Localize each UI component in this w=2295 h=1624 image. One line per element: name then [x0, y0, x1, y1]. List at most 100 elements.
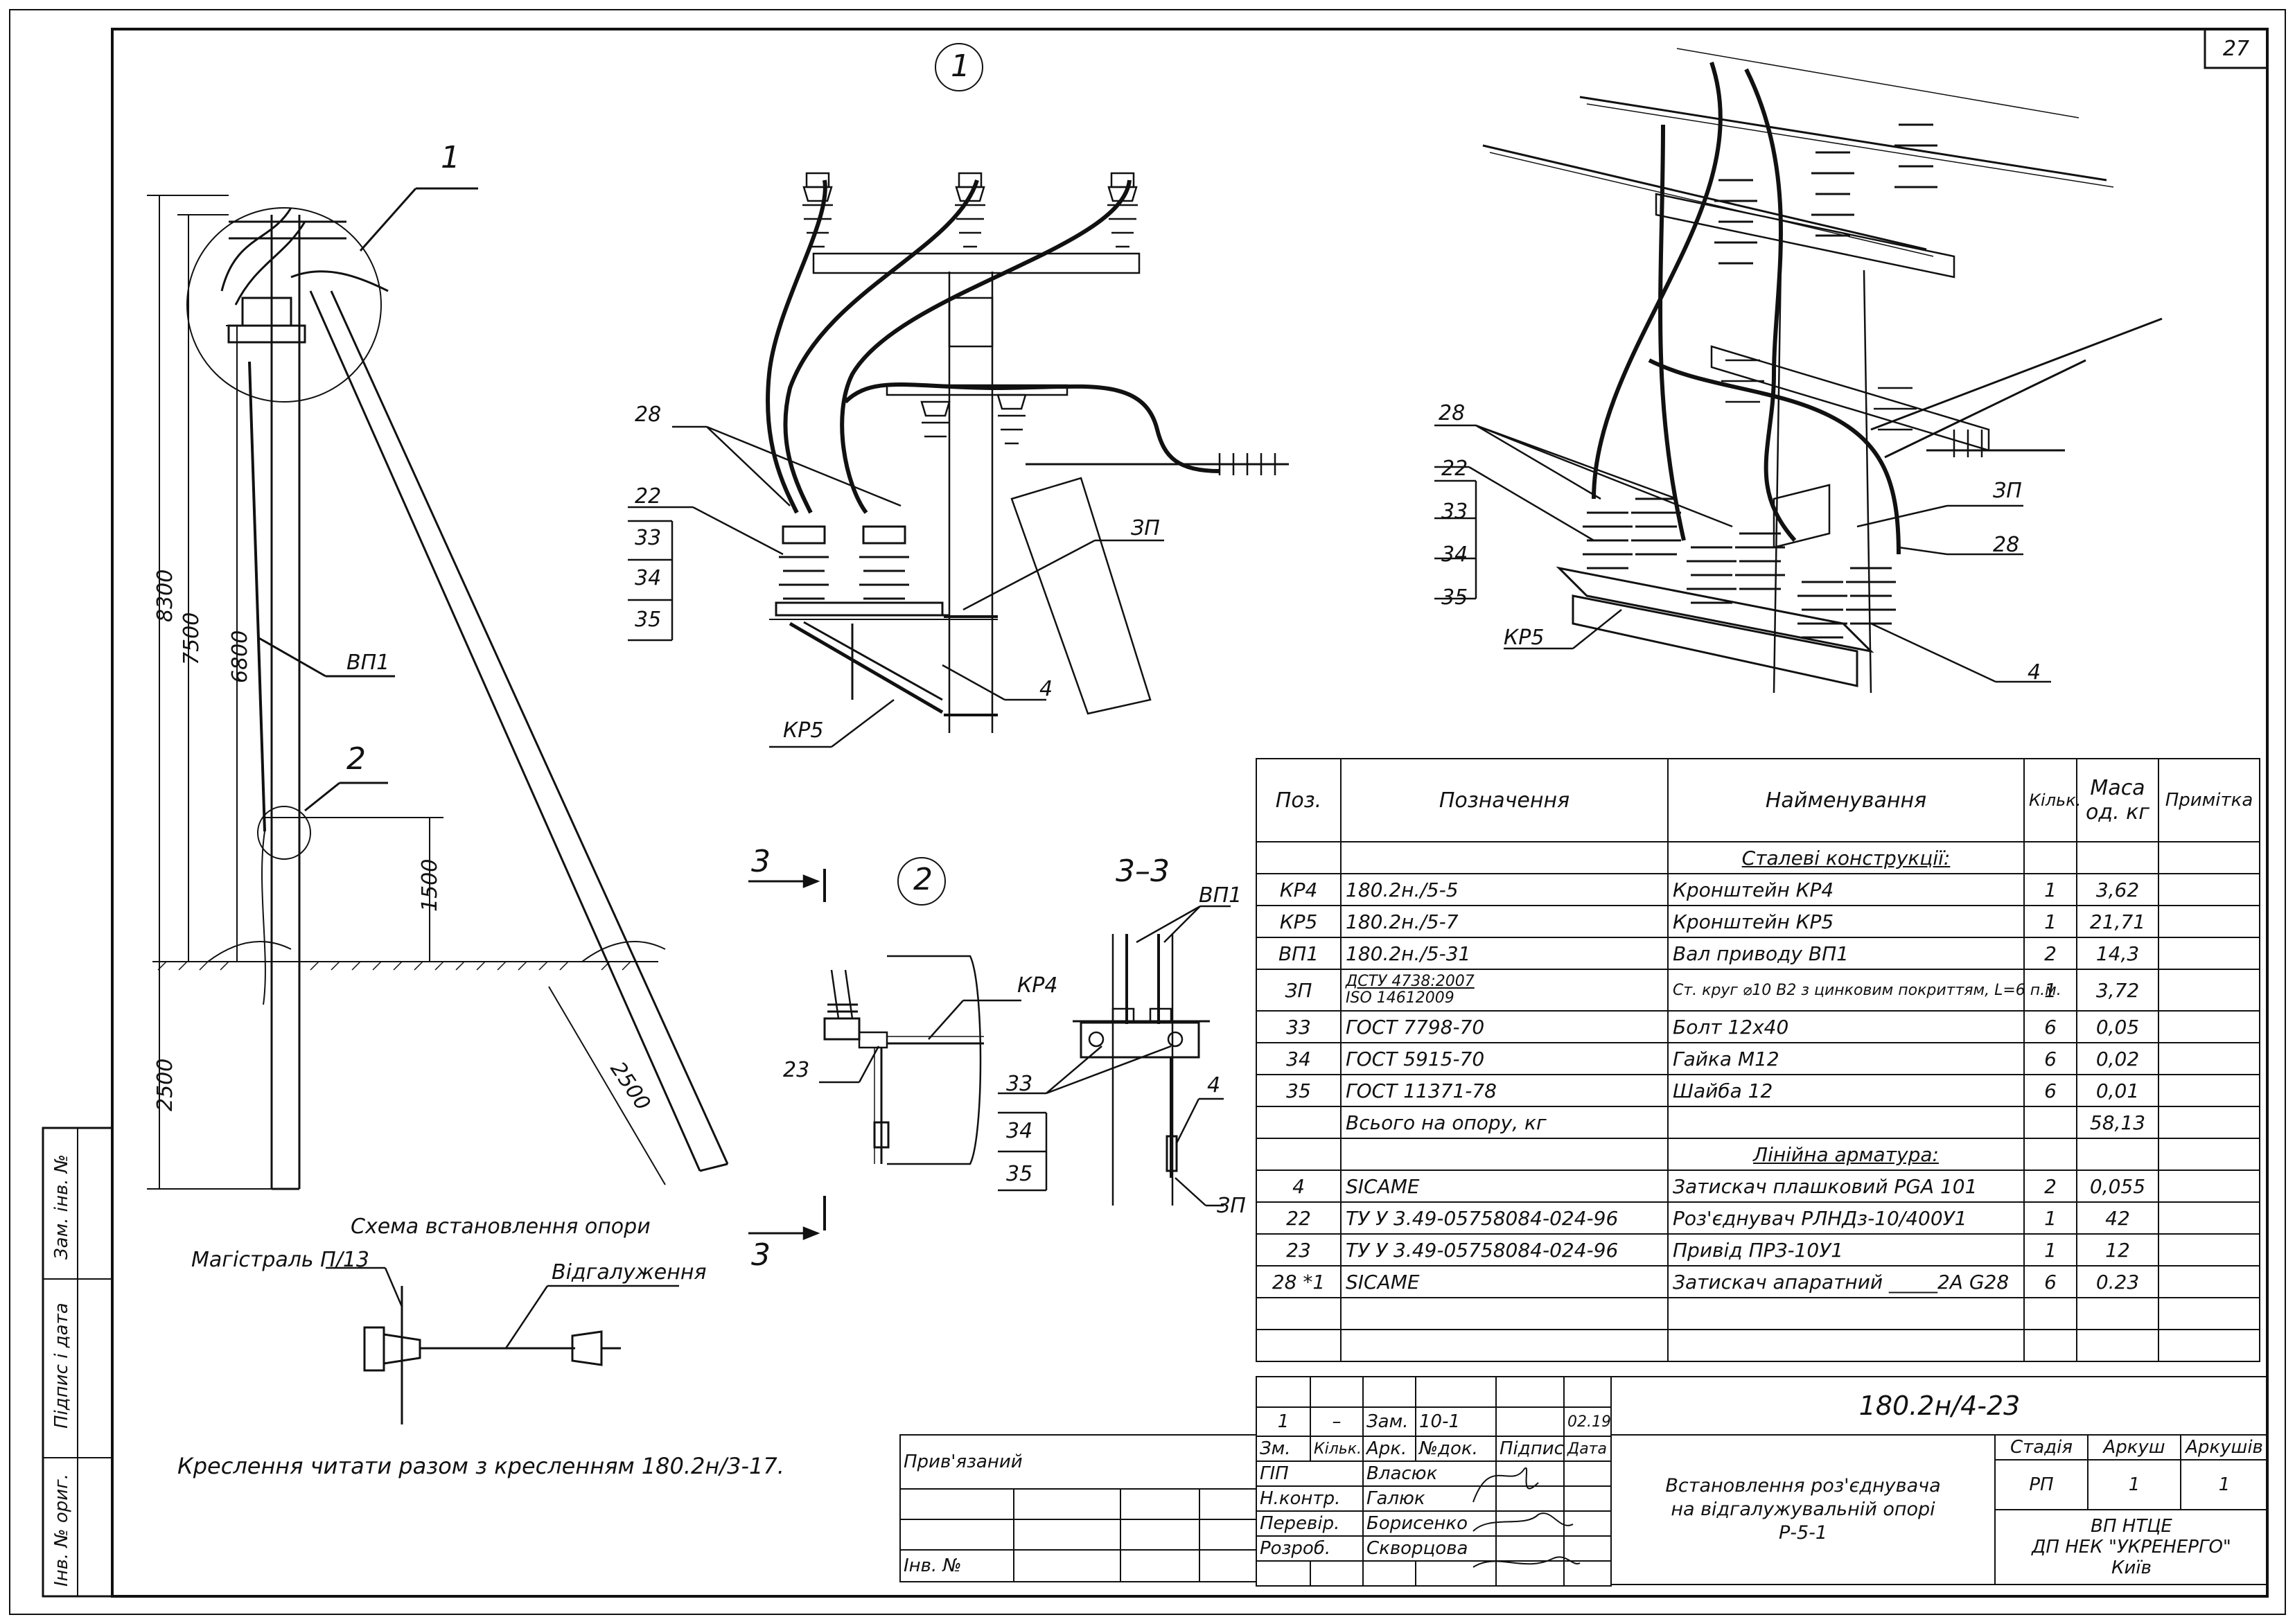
note: Креслення читати разом з кресленням 180.…: [177, 1453, 784, 1479]
bom-section-1: Сталеві конструкції:: [1667, 841, 2025, 874]
bom-cell-des: ГОСТ 7798-70: [1340, 1010, 1669, 1043]
change-kilk: –: [1310, 1406, 1364, 1437]
iso-label-22: 22: [1441, 457, 1468, 481]
dim-7500: 7500: [179, 612, 204, 665]
bom-cell-pos: КР5: [1256, 905, 1342, 938]
pole-scheme: [147, 187, 729, 1190]
bom-cell-des-2: ISO 14612009: [1346, 989, 1454, 1007]
bom-cell-pos: 33: [1256, 1010, 1342, 1043]
bom-cell-name: Затискач плашковий PGA 101: [1667, 1170, 2025, 1203]
view-1-detail: [628, 43, 1289, 748]
callout-2: 2: [346, 741, 366, 777]
iso-label-28: 28: [1439, 401, 1466, 425]
sec-label-4: 4: [1207, 1073, 1221, 1097]
sheets-value: 1: [2180, 1459, 2269, 1510]
bom-cell-mass: 3,72: [2076, 969, 2159, 1012]
sheet-value: 1: [2087, 1459, 2181, 1510]
bom-cell-qty: 6: [2023, 1042, 2077, 1075]
inv-label: Інв. №: [899, 1549, 1014, 1582]
bom-cell-name: Шайба 12: [1667, 1074, 2025, 1107]
bom-cell-mass: 0,01: [2076, 1074, 2159, 1107]
bom-cell-mass: 0.23: [2076, 1265, 2159, 1298]
organization: ВП НТЦЕ ДП НЕК "УКРЕНЕРГО" Київ: [1994, 1509, 2269, 1585]
bom-cell-name: Привід ПРЗ-10У1: [1667, 1233, 2025, 1266]
role-perevir: Перевір.: [1256, 1510, 1364, 1537]
bom-head-qty: Кільк.: [2023, 758, 2081, 842]
name-rozrob: Скворцова: [1362, 1535, 1497, 1562]
bom-cell-qty: 1: [2023, 1233, 2077, 1266]
bom-head-name: Найменування: [1667, 758, 2025, 842]
sec-label-33: 33: [1006, 1072, 1033, 1096]
attached-block: Прив'язаний Інв. №: [899, 1434, 1257, 1582]
section-3-3: [748, 869, 1231, 1240]
bom-cell-qty: 2: [2023, 1170, 2077, 1203]
stamp-zam-inv: Зам. інв. №: [51, 1154, 72, 1260]
view-1-callout: 1: [951, 48, 970, 84]
table-row-empty: [1256, 1329, 2260, 1362]
change-zm: 1: [1256, 1406, 1311, 1437]
iso-label-34: 34: [1441, 542, 1468, 567]
bom-cell-pos: 4: [1256, 1170, 1342, 1203]
isometric-view: [1434, 48, 2163, 694]
dim-8300: 8300: [153, 569, 177, 622]
stage-value: РП: [1994, 1459, 2089, 1510]
bom-cell-pos: 34: [1256, 1042, 1342, 1075]
iso-label-zp: ЗП: [1993, 479, 2022, 503]
bom-cell-des: ТУ У 3.49-05758084-024-96: [1340, 1233, 1669, 1266]
bom-cell-name: Вал приводу ВП1: [1667, 937, 2025, 970]
bom-total-label: Всього на опору, кг: [1340, 1106, 1669, 1139]
bom-cell-des: 180.2н./5-31: [1340, 937, 1669, 970]
sec-label-35: 35: [1006, 1162, 1033, 1186]
sheet-number: 27: [2222, 37, 2250, 61]
dim-2500: 2500: [153, 1058, 177, 1111]
v1-label-zp: ЗП: [1131, 516, 1160, 540]
bom-cell-pos: ВП1: [1256, 937, 1342, 970]
name-gip: Власюк: [1362, 1460, 1497, 1487]
bom-section-row: Сталеві конструкції:: [1256, 841, 2260, 874]
drawing-title-line-1: Встановлення роз'єднувача: [1665, 1475, 1941, 1497]
bom-cell-des-1: ДСТУ 4738:2007: [1346, 973, 1475, 990]
titleblock-main: 180.2н/4-23 Встановлення роз'єднувача на…: [1610, 1376, 2269, 1585]
v1-label-28: 28: [635, 403, 662, 427]
change-ndok: 10-1: [1415, 1406, 1497, 1437]
bom-cell-des: ТУ У 3.49-05758084-024-96: [1340, 1201, 1669, 1235]
v1-label-33: 33: [635, 526, 662, 550]
bom-section-2: Лінійна арматура:: [1667, 1138, 2025, 1171]
bom-cell-name: Ст. круг ⌀10 В2 з цинковим покриттям, L=…: [1667, 969, 2061, 1012]
iso-label-28b: 28: [1993, 533, 2020, 557]
v1-label-4: 4: [1039, 677, 1053, 701]
bom-cell-pos: КР4: [1256, 873, 1342, 906]
org-line-3: Київ: [2111, 1557, 2152, 1578]
bom-cell-mass: 12: [2076, 1233, 2159, 1266]
table-row-empty: [1256, 1297, 2260, 1330]
stage-head: Стадія: [1994, 1434, 2089, 1460]
label-vp1: ВП1: [346, 651, 390, 675]
head-ark: Арк.: [1362, 1436, 1416, 1462]
role-rozrob: Розроб.: [1256, 1535, 1364, 1562]
bom-head-mass-1: Маса: [2090, 776, 2145, 800]
bom-cell-name: Роз'єднувач РЛНДз-10/400У1: [1667, 1201, 2025, 1235]
bom-cell-des: 180.2н./5-5: [1340, 873, 1669, 906]
org-line-1: ВП НТЦЕ: [2091, 1516, 2172, 1537]
bom-cell-mass: 21,71: [2076, 905, 2159, 938]
head-ndok: №док.: [1415, 1436, 1497, 1462]
bom-cell-des: SICAME: [1340, 1170, 1669, 1203]
bom-cell-mass: 3,62: [2076, 873, 2159, 906]
bom-table: Поз. Позначення Найменування Кільк. Маса…: [1256, 758, 2260, 1362]
bom-cell-qty: 1: [2023, 905, 2077, 938]
head-pidpys: Підпис: [1495, 1436, 1565, 1462]
titleblock-roles: 1 – Зам. 10-1 02.19 Зм. Кільк. Арк. №док…: [1256, 1376, 1612, 1587]
bom-cell-qty: 1: [2023, 1201, 2077, 1235]
bom-section-row: Лінійна арматура:: [1256, 1138, 2260, 1171]
view-2-callout: 2: [913, 862, 933, 897]
